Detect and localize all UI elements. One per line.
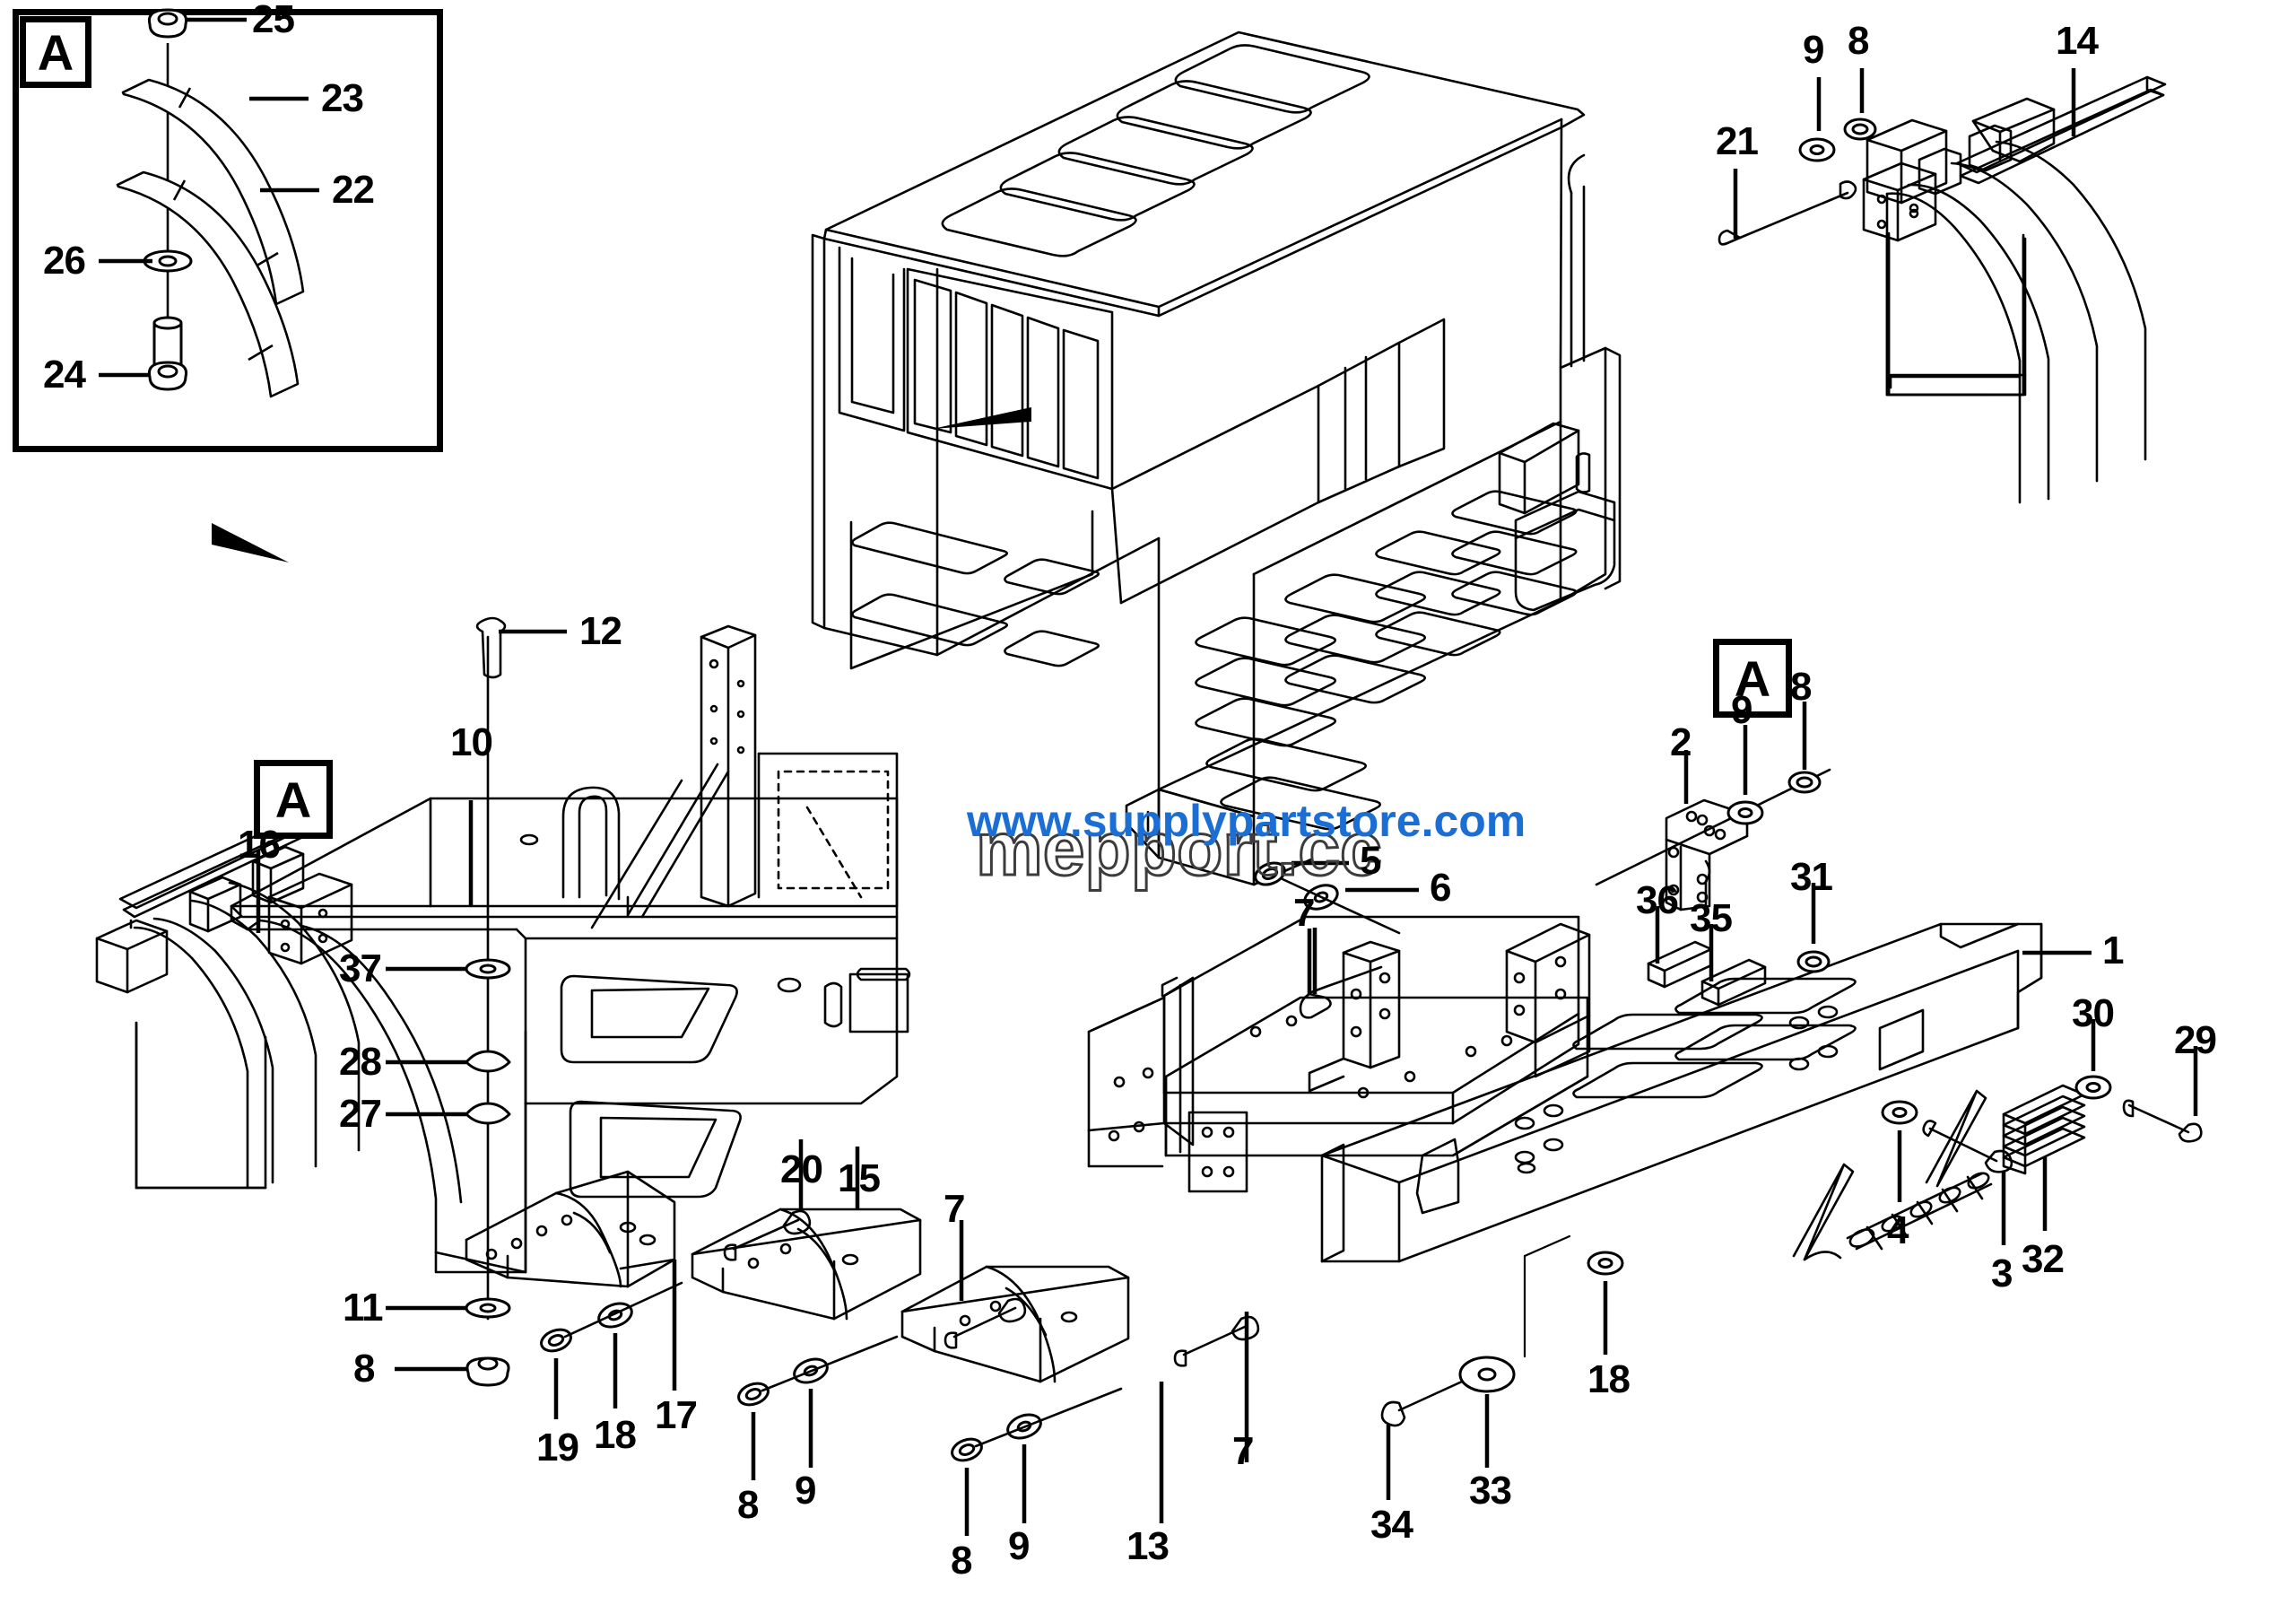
callout-35: 35 — [1690, 896, 1733, 940]
callout-8-mid: 8 — [1790, 665, 1813, 709]
callout-9-b15: 9 — [795, 1469, 817, 1513]
callout-4: 4 — [1887, 1208, 1909, 1252]
callout-2: 2 — [1670, 720, 1692, 764]
callout-7-b15: 7 — [944, 1187, 966, 1231]
callout-26: 26 — [43, 239, 86, 283]
callout-24: 24 — [43, 353, 86, 397]
callout-11: 11 — [343, 1286, 384, 1330]
callout-7-b13: 7 — [1232, 1429, 1255, 1473]
callout-31: 31 — [1790, 855, 1833, 899]
callout-37: 37 — [339, 946, 382, 990]
callout-5: 5 — [1360, 839, 1382, 883]
callout-8-topright: 8 — [1848, 19, 1870, 63]
callout-10: 10 — [450, 720, 493, 764]
detail-a-marker-right: A — [1713, 639, 1792, 718]
callout-9-mid: 9 — [1731, 688, 1753, 732]
callout-8-b13: 8 — [951, 1539, 973, 1583]
detail-a-badge-inset: A — [20, 16, 91, 88]
callout-14: 14 — [2056, 19, 2099, 63]
callout-20: 20 — [780, 1147, 823, 1191]
callout-34: 34 — [1370, 1503, 1413, 1547]
callout-13: 13 — [1126, 1524, 1170, 1568]
callout-7-center: 7 — [1293, 891, 1316, 935]
callout-29: 29 — [2174, 1018, 2217, 1062]
callout-33: 33 — [1469, 1469, 1512, 1513]
callout-32: 32 — [2022, 1237, 2065, 1281]
callout-21: 21 — [1716, 119, 1759, 163]
callout-6: 6 — [1430, 866, 1452, 910]
callout-8-b15: 8 — [737, 1483, 760, 1527]
callout-19: 19 — [536, 1426, 579, 1469]
callout-23: 23 — [321, 76, 364, 120]
detail-a-marker-left: A — [254, 760, 333, 839]
callout-27: 27 — [339, 1092, 382, 1136]
callout-25: 25 — [252, 0, 295, 41]
callout-18-right: 18 — [1587, 1357, 1631, 1401]
callout-8-stack: 8 — [353, 1347, 376, 1391]
callout-17: 17 — [655, 1393, 698, 1437]
callout-22: 22 — [332, 168, 375, 212]
callout-9-b13: 9 — [1008, 1524, 1031, 1568]
callout-36: 36 — [1636, 878, 1679, 922]
callout-3: 3 — [1991, 1251, 2013, 1295]
callout-28: 28 — [339, 1040, 382, 1084]
callout-18-left: 18 — [594, 1413, 637, 1457]
callout-16: 16 — [238, 823, 281, 867]
callout-15: 15 — [838, 1156, 881, 1200]
callout-12: 12 — [579, 609, 622, 653]
callout-1: 1 — [2102, 929, 2125, 972]
callout-9-topright: 9 — [1803, 28, 1825, 72]
callout-30: 30 — [2072, 991, 2115, 1035]
